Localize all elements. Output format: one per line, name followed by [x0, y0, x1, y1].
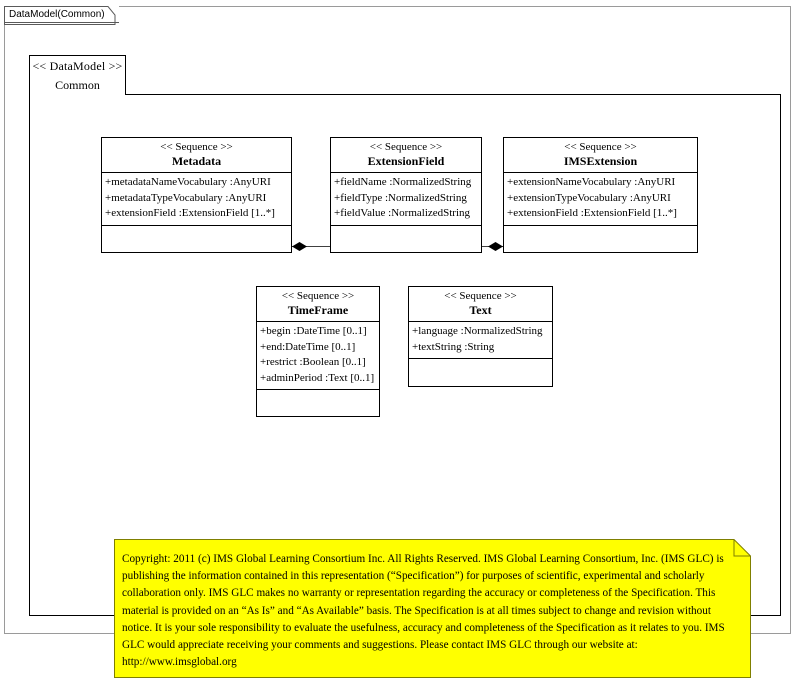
class-attribute: +extensionField :ExtensionField [1..*]	[105, 207, 275, 219]
class-text-stereotype: << Sequence >>	[444, 290, 517, 302]
class-text-operations	[409, 359, 552, 376]
class-metadata-header: << Sequence >> Metadata	[102, 138, 291, 173]
class-metadata-stereotype: << Sequence >>	[160, 141, 233, 153]
class-attribute: +begin :DateTime [0..1]	[260, 325, 367, 337]
class-attribute: +fieldName :NormalizedString	[334, 176, 472, 188]
class-imsextension-stereotype: << Sequence >>	[564, 141, 637, 153]
class-imsextension-name: IMSExtension	[563, 154, 638, 168]
class-attribute: +language :NormalizedString	[412, 325, 543, 337]
copyright-note-text: Copyright: 2011 (c) IMS Global Learning …	[122, 553, 725, 669]
class-extensionfield-attributes: +fieldName :NormalizedString +fieldType …	[331, 173, 481, 226]
class-timeframe-operations	[257, 390, 379, 407]
class-imsextension-operations	[504, 226, 697, 243]
class-text-header: << Sequence >> Text	[409, 287, 552, 322]
class-extensionfield-header: << Sequence >> ExtensionField	[331, 138, 481, 173]
class-metadata[interactable]: << Sequence >> Metadata +metadataNameVoc…	[101, 137, 292, 253]
class-text-name: Text	[469, 303, 492, 317]
class-text[interactable]: << Sequence >> Text +language :Normalize…	[408, 286, 553, 387]
class-extensionfield-operations	[331, 226, 481, 243]
class-imsextension-attributes: +extensionNameVocabulary :AnyURI +extens…	[504, 173, 697, 226]
composition-extensionfield-imsextension[interactable]	[482, 242, 503, 251]
class-attribute: +extensionTypeVocabulary :AnyURI	[507, 191, 671, 204]
class-attribute: +extensionField :ExtensionField [1..*]	[507, 207, 677, 219]
class-metadata-operations	[102, 226, 291, 243]
class-attribute: +adminPeriod :Text [0..1]	[260, 371, 375, 384]
class-metadata-attributes: +metadataNameVocabulary :AnyURI +metadat…	[102, 173, 291, 226]
class-attribute: +restrict :Boolean [0..1]	[260, 356, 366, 368]
package-tab: << DataModel >> Common	[29, 55, 126, 95]
class-timeframe-stereotype: << Sequence >>	[281, 290, 355, 302]
class-attribute: +metadataTypeVocabulary :AnyURI	[105, 191, 267, 204]
composition-diamond-icon	[292, 242, 307, 251]
class-attribute: +metadataNameVocabulary :AnyURI	[105, 176, 271, 188]
class-attribute: +end:DateTime [0..1]	[260, 340, 356, 353]
package-stereotype: << DataModel >>	[32, 59, 123, 73]
uml-diagram-frame: << DataModel >> Common << Sequence >> Me…	[4, 6, 791, 678]
package-body: << Sequence >> Metadata +metadataNameVoc…	[29, 94, 781, 678]
class-timeframe-header: << Sequence >> TimeFrame	[257, 287, 379, 322]
class-attribute: +fieldValue :NormalizedString	[334, 207, 471, 219]
class-attribute: +extensionNameVocabulary :AnyURI	[507, 176, 676, 188]
class-imsextension-header: << Sequence >> IMSExtension	[504, 138, 697, 173]
class-metadata-name: Metadata	[171, 154, 222, 168]
class-extensionfield-stereotype: << Sequence >>	[369, 141, 443, 153]
copyright-note[interactable]: Copyright: 2011 (c) IMS Global Learning …	[114, 539, 751, 678]
class-timeframe[interactable]: << Sequence >> TimeFrame +begin :DateTim…	[256, 286, 380, 417]
package-name: Common	[55, 78, 100, 92]
connector-line	[292, 246, 330, 247]
class-extensionfield-name: ExtensionField	[367, 154, 445, 168]
frame-label-text: DataModel(Common)	[9, 9, 105, 20]
class-imsextension[interactable]: << Sequence >> IMSExtension +extensionNa…	[503, 137, 698, 253]
class-attribute: +fieldType :NormalizedString	[334, 191, 467, 204]
composition-metadata-extensionfield[interactable]	[292, 242, 330, 251]
class-timeframe-name: TimeFrame	[287, 303, 349, 317]
class-extensionfield[interactable]: << Sequence >> ExtensionField +fieldName…	[330, 137, 482, 253]
class-timeframe-attributes: +begin :DateTime [0..1] +end:DateTime [0…	[257, 322, 379, 390]
class-text-attributes: +language :NormalizedString +textString …	[409, 322, 552, 359]
frame-label: DataModel(Common)	[4, 6, 119, 23]
composition-diamond-icon	[488, 242, 503, 251]
package-datamodel-common: << DataModel >> Common << Sequence >> Me…	[29, 55, 781, 678]
class-attribute: +textString :String	[412, 340, 495, 353]
